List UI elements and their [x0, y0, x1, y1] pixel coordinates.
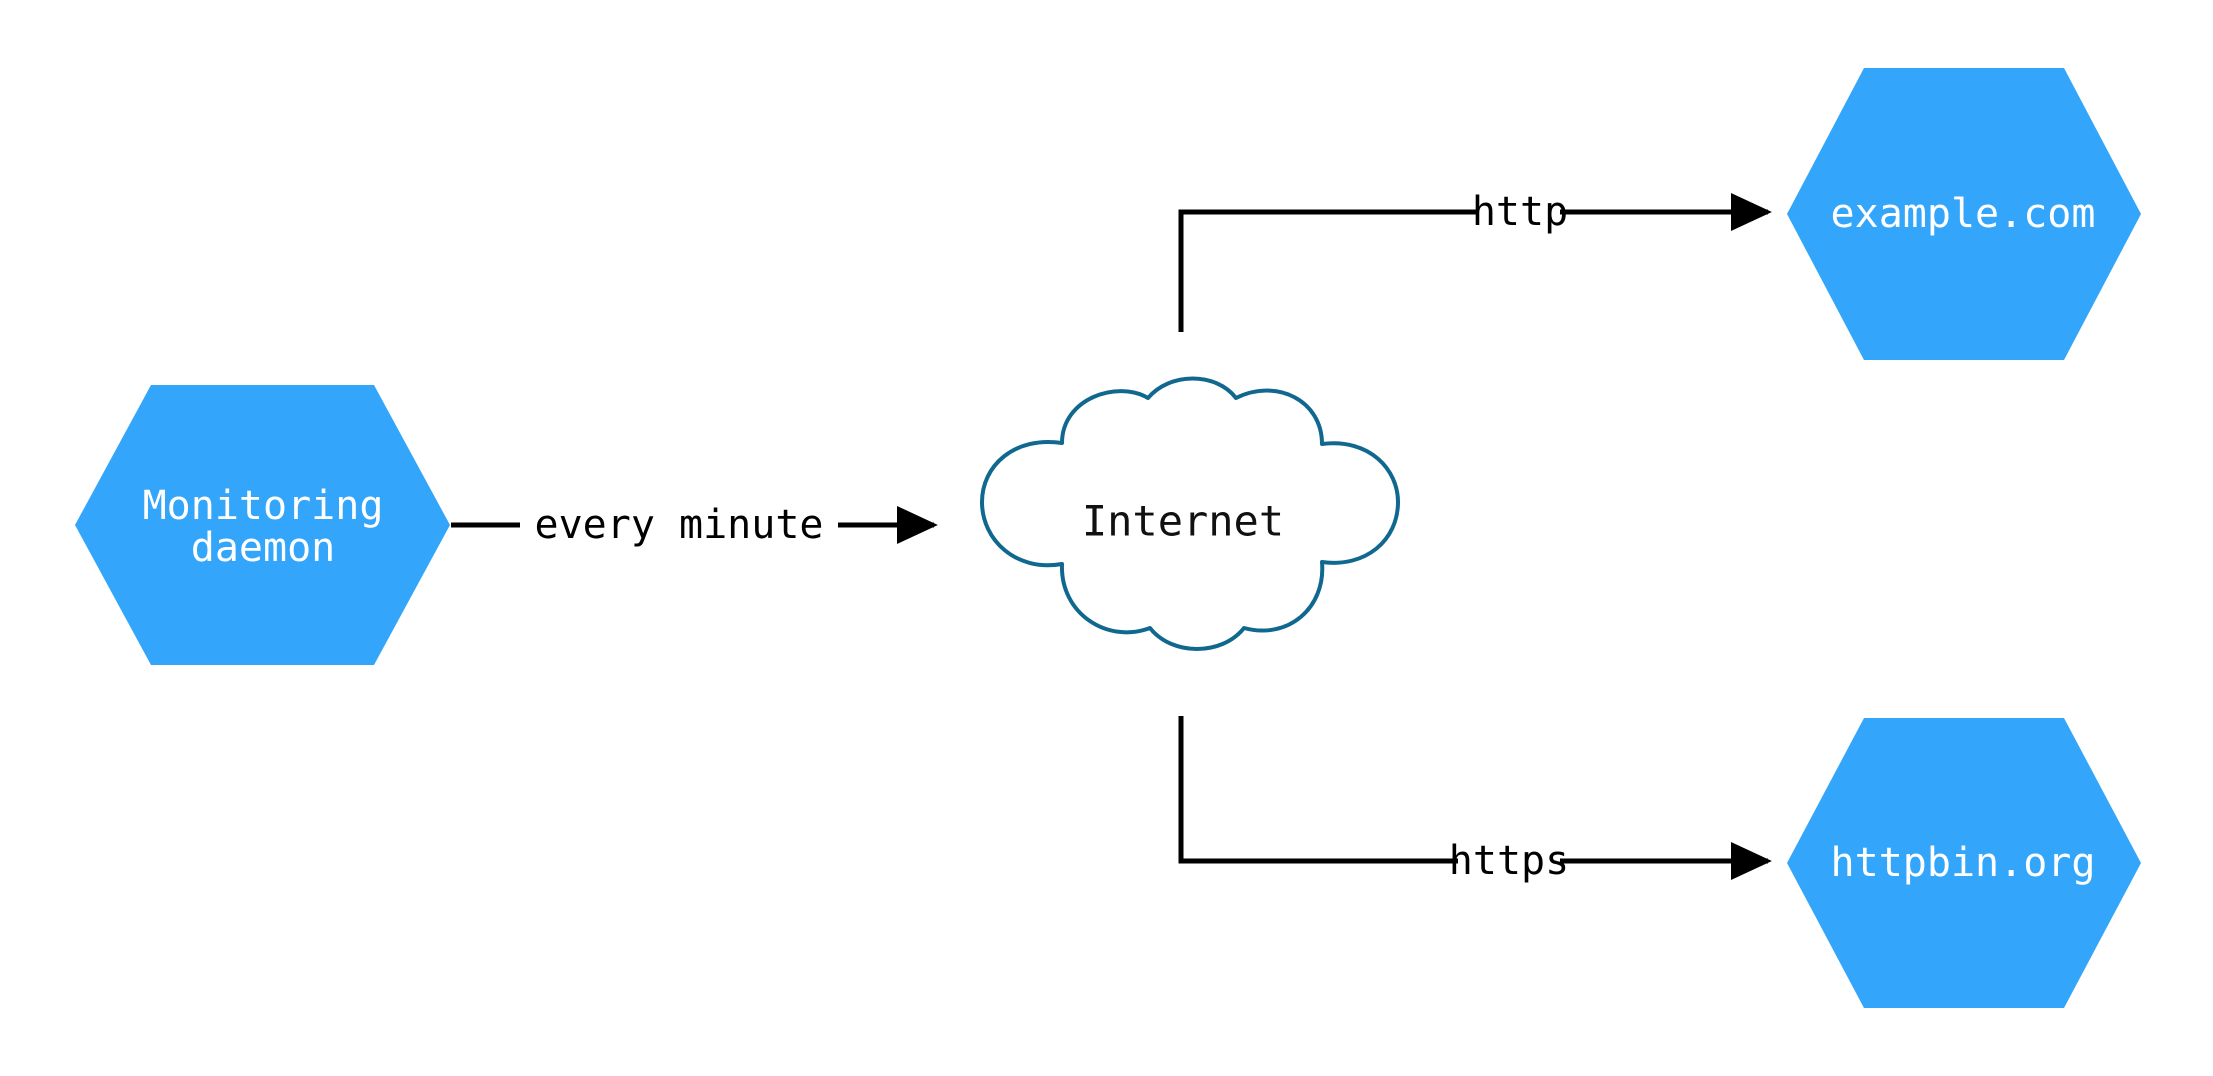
- edge-internet-to-httpbin: https: [1178, 716, 1772, 884]
- edge-elbow-down-segment: [1178, 716, 1458, 864]
- edge-label-http: http: [1472, 189, 1568, 235]
- edge-elbow-up-segment: [1178, 209, 1478, 332]
- internet-label: Internet: [1082, 497, 1284, 546]
- node-httpbin-org[interactable]: httpbin.org: [1787, 718, 2141, 1008]
- monitoring-daemon-hexagon-shape[interactable]: [75, 385, 450, 665]
- edge-internet-to-example: http: [1178, 189, 1772, 332]
- edge-label-every-minute: every minute: [535, 502, 824, 548]
- node-example-com[interactable]: example.com: [1787, 68, 2141, 360]
- monitoring-daemon-label-line2: daemon: [191, 525, 336, 571]
- example-com-label: example.com: [1831, 191, 2096, 237]
- monitoring-daemon-label-line1: Monitoring: [143, 483, 384, 529]
- example-com-hexagon-shape[interactable]: [1787, 68, 2141, 360]
- edge-daemon-to-internet: every minute: [451, 502, 938, 548]
- node-internet[interactable]: Internet: [980, 376, 1400, 651]
- httpbin-org-label: httpbin.org: [1831, 840, 2096, 886]
- internet-cloud-shape[interactable]: [980, 376, 1400, 651]
- httpbin-org-hexagon-shape[interactable]: [1787, 718, 2141, 1008]
- node-monitoring-daemon[interactable]: Monitoring daemon: [75, 385, 450, 665]
- edge-label-https: https: [1449, 838, 1569, 884]
